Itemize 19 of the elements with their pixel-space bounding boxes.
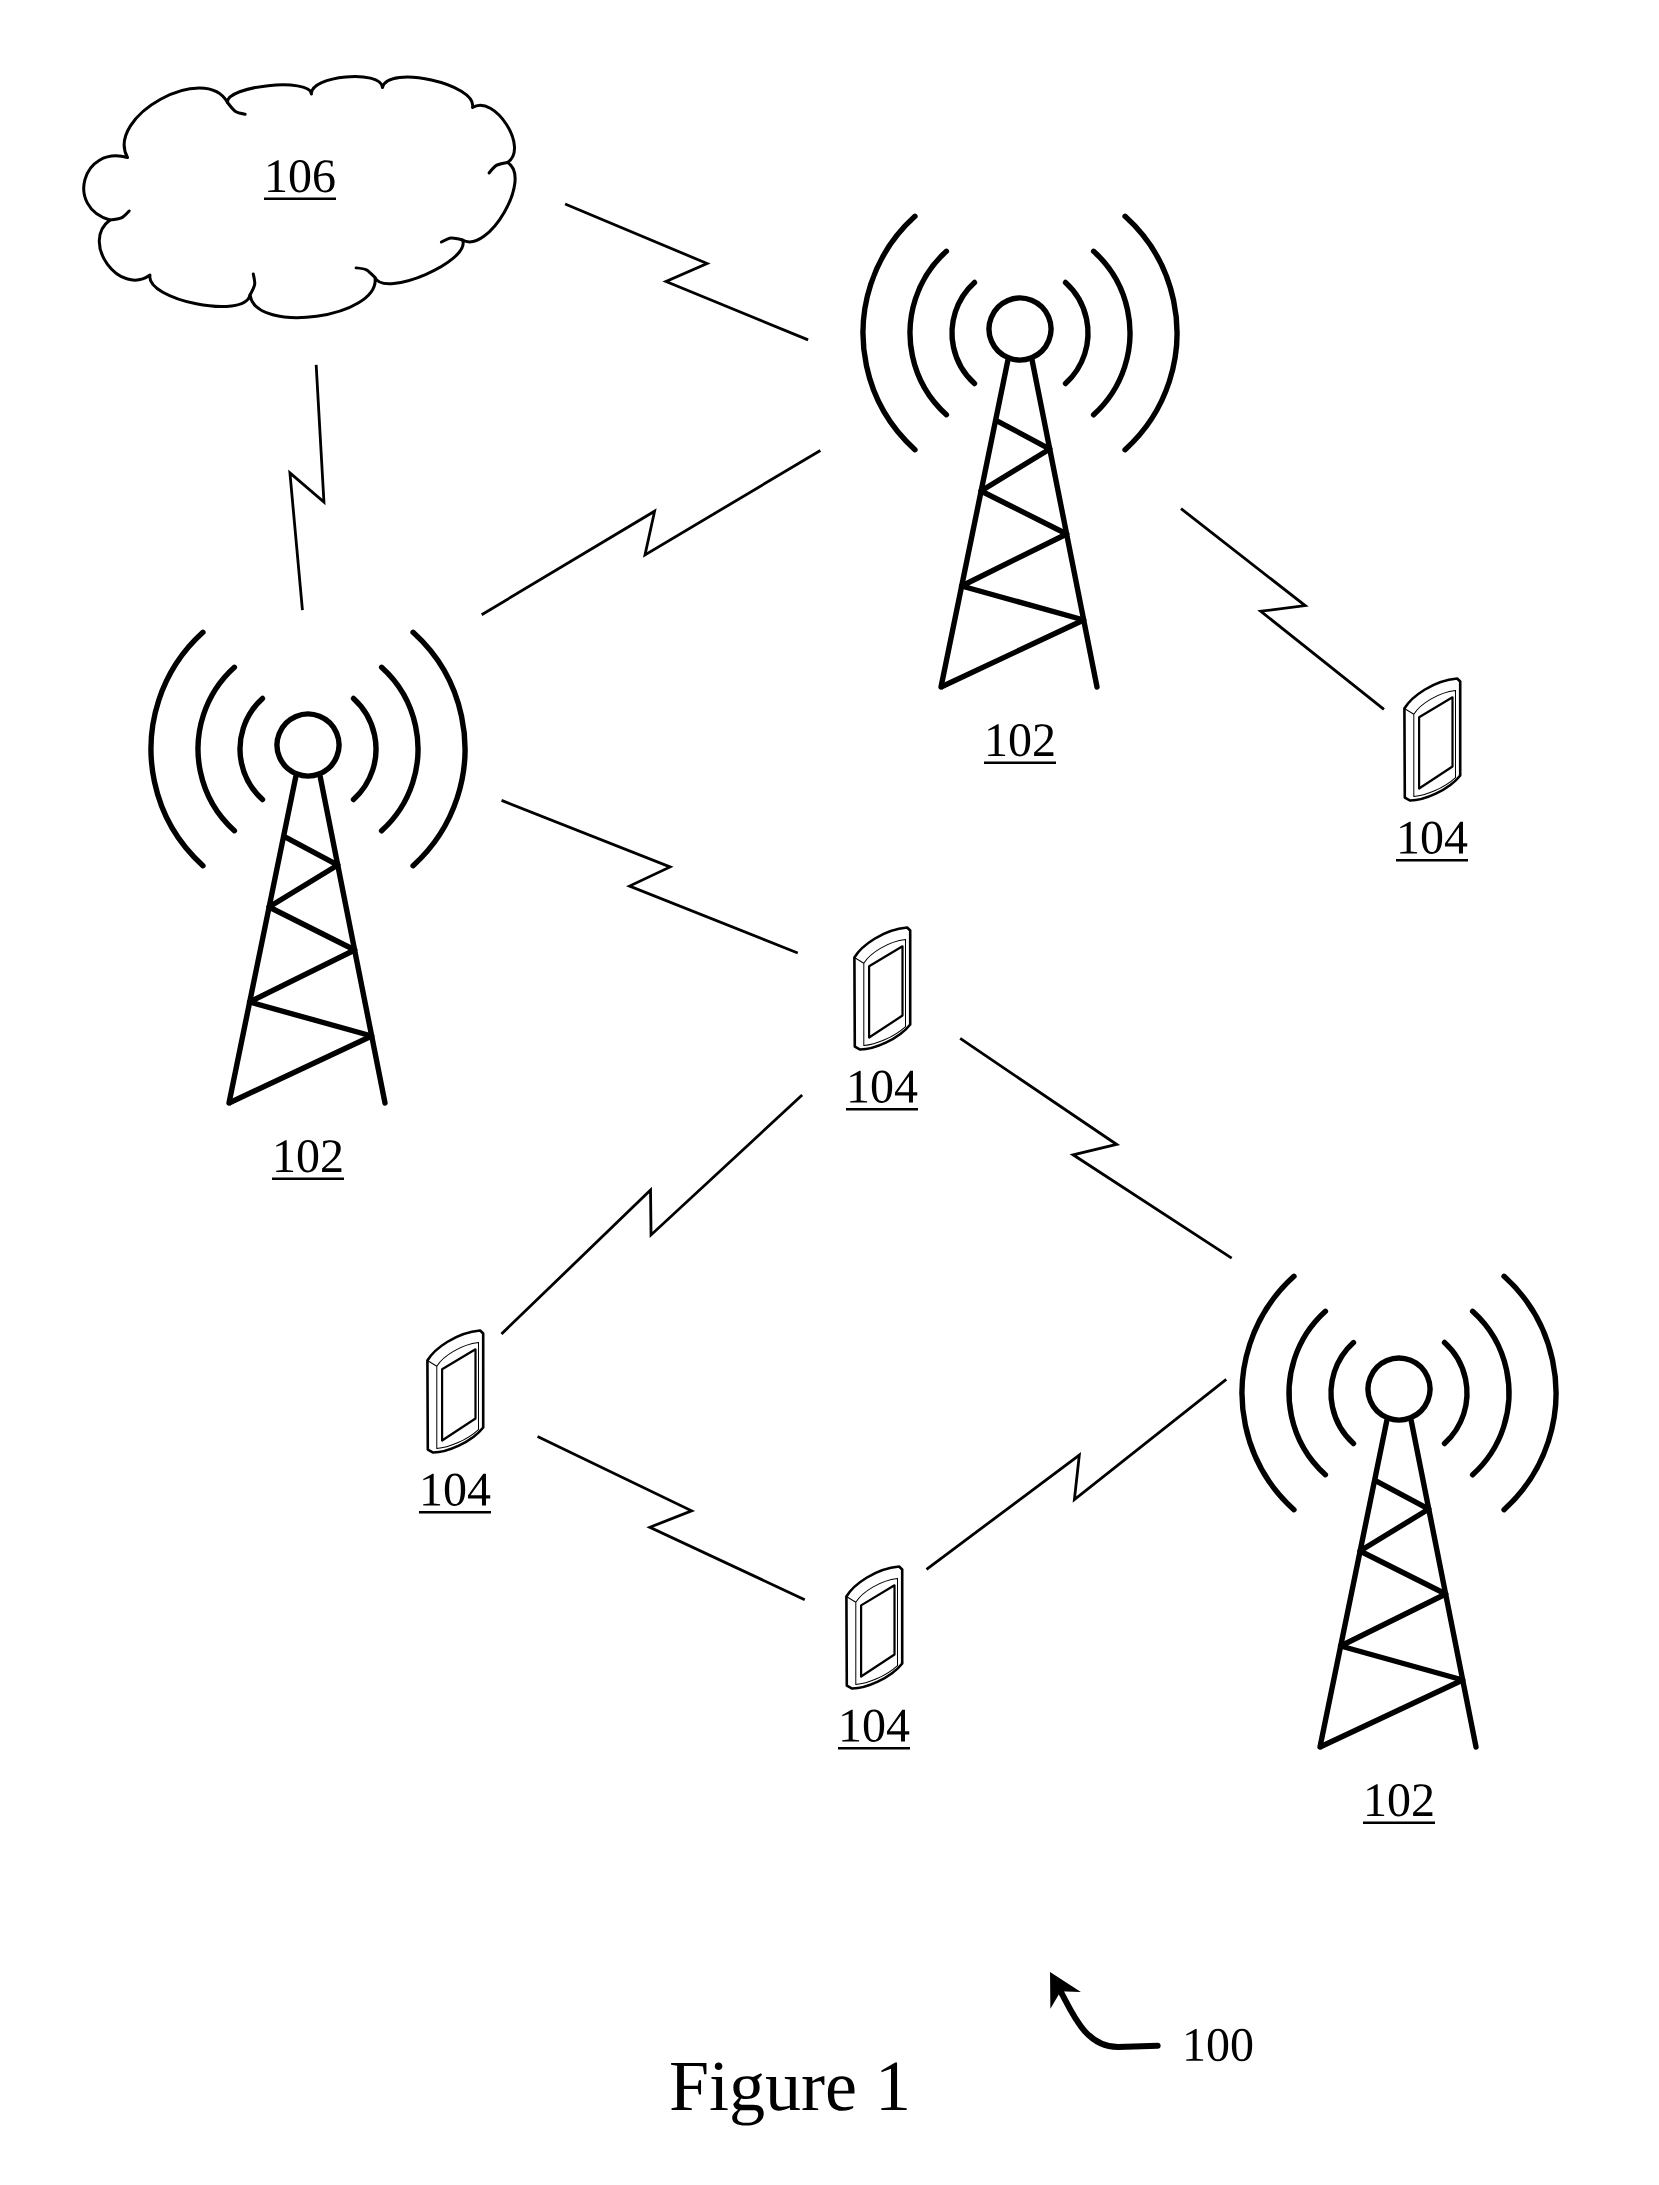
reference-numeral: 102 [984,724,1056,764]
reference-numeral: 104 [838,1709,910,1750]
lightning-bolt [501,799,799,955]
reference-numeral: 104 [846,1070,918,1111]
reference-numeral: 100 [1186,2028,1253,2062]
lightning-bolt [1180,507,1385,711]
reference-numeral: 102 [272,1140,344,1180]
reference-numeral: 106 [264,160,336,200]
lightning-bolt [480,449,822,616]
lightning-bolt [536,1435,806,1601]
lightning-bolt [564,202,809,342]
figure-caption: Figure 1 [671,2062,907,2126]
lightning-bolt [500,1093,804,1335]
lightning-bolt [925,1378,1228,1571]
lightning-bolt [288,364,326,611]
reference-numeral: 102 [1363,1784,1435,1824]
reference-numeral: 104 [1396,821,1468,862]
reference-numeral: 104 [419,1473,491,1514]
lightning-bolt [959,1037,1233,1260]
